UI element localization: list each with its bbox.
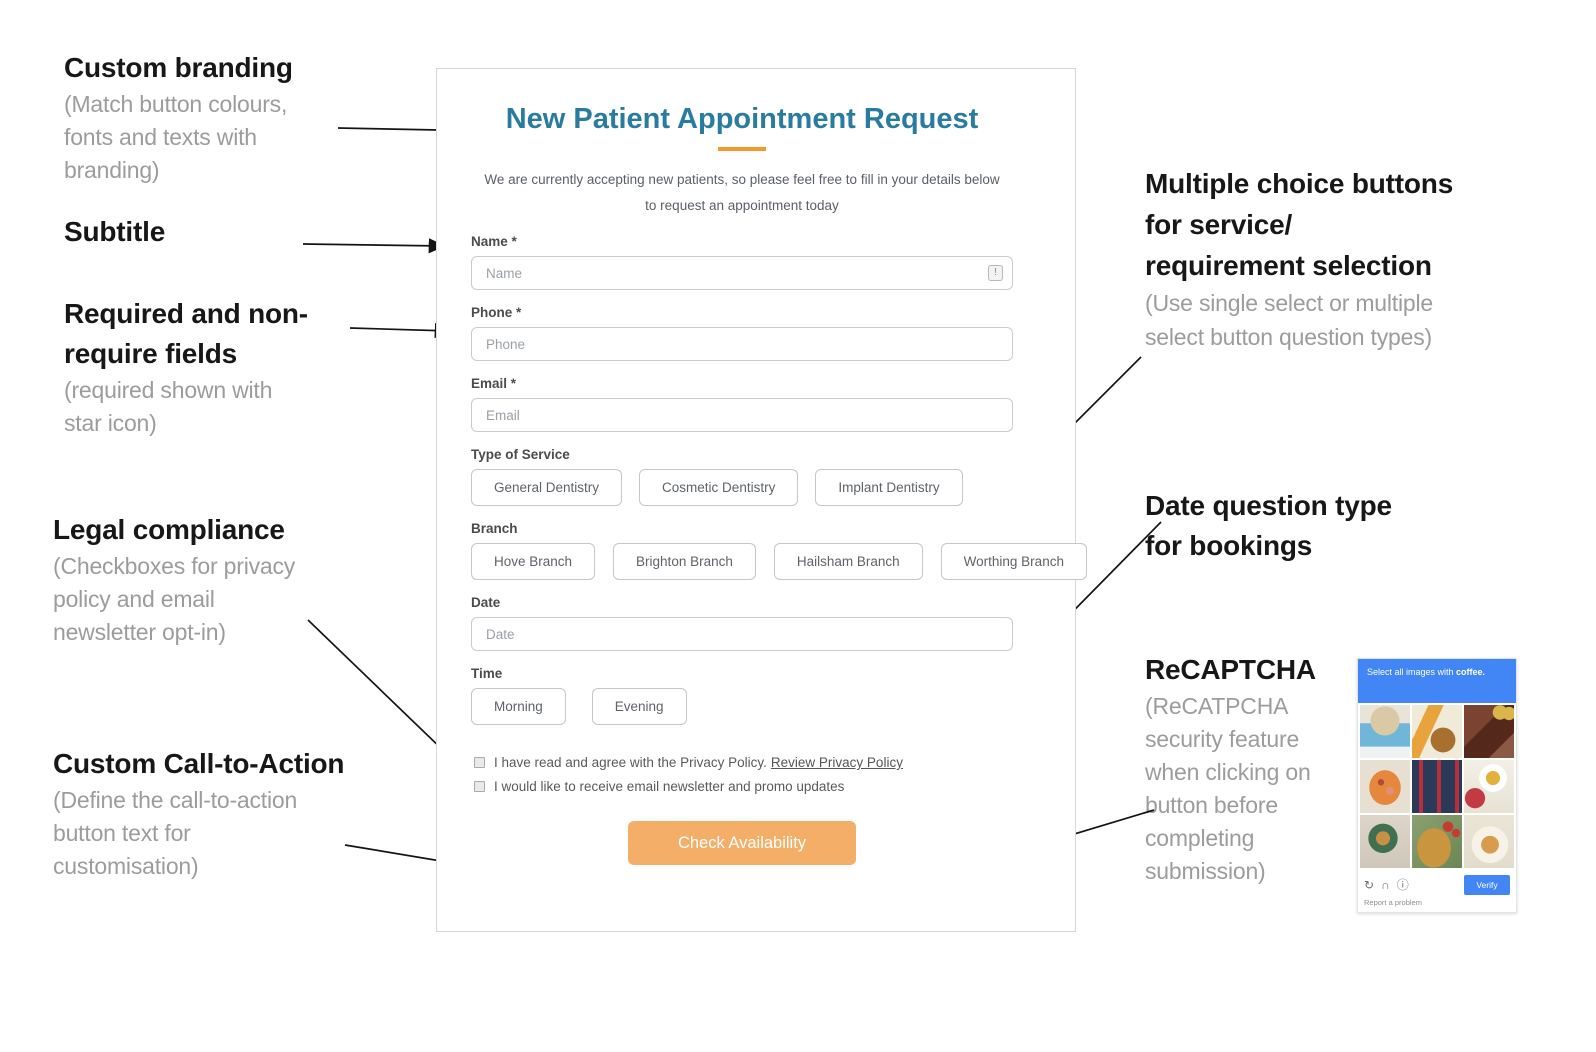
name-label: Name * [471, 234, 517, 249]
callout-note: (Checkboxes for privacy policy and email… [53, 553, 296, 645]
form-subtitle: We are currently accepting new patients,… [484, 172, 1000, 213]
info-icon[interactable]: ⓘ [1396, 878, 1409, 892]
callout-recaptcha: ReCAPTCHA (ReCATPCHA security feature wh… [1145, 650, 1385, 888]
name-input[interactable] [471, 256, 1013, 290]
service-option-general-dentistry[interactable]: General Dentistry [471, 469, 623, 506]
refresh-icon[interactable]: ↻ [1364, 878, 1375, 892]
callout-multiple-choice: Multiple choice buttons for service/ req… [1145, 163, 1535, 354]
callout-title: Required and non- require fields [64, 298, 308, 369]
captcha-tile-latte-art[interactable] [1360, 815, 1410, 868]
privacy-policy-checkbox[interactable] [474, 757, 485, 768]
callout-required-fields: Required and non- require fields (requir… [64, 294, 394, 440]
captcha-tile-pie-tomatoes[interactable] [1412, 815, 1462, 868]
exclamation-box-icon: ! [988, 265, 1003, 281]
captcha-tile-salad-bowl[interactable] [1360, 705, 1410, 758]
callout-title: Date question type for bookings [1145, 490, 1392, 561]
callout-date-question: Date question type for bookings [1145, 486, 1475, 566]
phone-label: Phone * [471, 305, 522, 320]
service-options: General Dentistry Cosmetic Dentistry Imp… [471, 469, 1013, 506]
recaptcha-panel: Select all images with coffee. ↻ ∩ ⓘ Ver… [1357, 658, 1517, 913]
date-label: Date [471, 595, 501, 610]
captcha-tile-tomato-soup[interactable] [1360, 760, 1410, 813]
branch-options: Hove Branch Brighton Branch Hailsham Bra… [471, 543, 1087, 580]
branch-option-brighton[interactable]: Brighton Branch [613, 543, 756, 580]
check-availability-button[interactable]: Check Availability [628, 821, 856, 865]
callout-note: (Use single select or multiple select bu… [1145, 290, 1434, 350]
callout-title: Legal compliance [53, 514, 285, 545]
callout-title: Subtitle [64, 216, 166, 247]
captcha-tile-cappuccino[interactable] [1464, 815, 1514, 868]
time-option-evening[interactable]: Evening [591, 688, 687, 725]
branch-option-worthing[interactable]: Worthing Branch [940, 543, 1087, 580]
time-options: Morning Evening [471, 688, 1013, 725]
email-label: Email * [471, 376, 517, 391]
service-option-implant-dentistry[interactable]: Implant Dentistry [815, 469, 963, 506]
captcha-tile-red-skewers[interactable] [1412, 760, 1462, 813]
recaptcha-grid [1358, 703, 1516, 870]
callout-legal-compliance: Legal compliance (Checkboxes for privacy… [53, 510, 383, 649]
newsletter-row: I would like to receive email newsletter… [471, 779, 1013, 795]
callout-title: Multiple choice buttons for service/ req… [1145, 168, 1454, 281]
callout-custom-branding: Custom branding (Match button colours, f… [64, 48, 374, 187]
callout-custom-cta: Custom Call-to-Action (Define the call-t… [53, 744, 423, 883]
recaptcha-instruction: Select all images with coffee. [1358, 659, 1516, 703]
newsletter-checkbox[interactable] [474, 781, 485, 792]
form-title: New Patient Appointment Request [505, 103, 979, 135]
callout-note: (Match button colours, fonts and texts w… [64, 91, 288, 183]
date-input[interactable] [471, 617, 1013, 651]
privacy-policy-text: I have read and agree with the Privacy P… [494, 755, 903, 770]
callout-title: ReCAPTCHA [1145, 654, 1316, 685]
headphones-icon[interactable]: ∩ [1381, 878, 1390, 892]
callout-note: (Define the call-to-action button text f… [53, 787, 298, 879]
newsletter-text: I would like to receive email newsletter… [494, 779, 845, 794]
callout-title: Custom Call-to-Action [53, 748, 345, 779]
callout-note: (required shown with star icon) [64, 377, 273, 436]
time-option-morning[interactable]: Morning [471, 688, 566, 725]
branch-option-hove[interactable]: Hove Branch [471, 543, 596, 580]
captcha-tile-bbq-skewers[interactable] [1464, 705, 1514, 758]
callout-subtitle: Subtitle [64, 212, 324, 252]
phone-input[interactable] [471, 327, 1013, 361]
callout-note: (ReCATPCHA security feature when clickin… [1145, 693, 1311, 884]
email-input[interactable] [471, 398, 1013, 432]
report-a-problem-link[interactable]: Report a problem [1364, 898, 1422, 907]
captcha-tile-coffee-cup[interactable] [1464, 760, 1514, 813]
privacy-policy-row: I have read and agree with the Privacy P… [471, 755, 1013, 771]
branch-label: Branch [471, 521, 518, 536]
captcha-tile-burger-and-juice[interactable] [1412, 705, 1462, 758]
appointment-form-card: New Patient Appointment Request We are c… [436, 68, 1087, 932]
branch-option-hailsham[interactable]: Hailsham Branch [773, 543, 923, 580]
service-option-cosmetic-dentistry[interactable]: Cosmetic Dentistry [639, 469, 799, 506]
service-label: Type of Service [471, 447, 570, 462]
review-privacy-policy-link[interactable]: Review Privacy Policy [770, 755, 903, 770]
time-label: Time [471, 666, 503, 681]
verify-button[interactable]: Verify [1464, 875, 1510, 895]
title-divider [718, 147, 766, 151]
callout-title: Custom branding [64, 52, 293, 83]
